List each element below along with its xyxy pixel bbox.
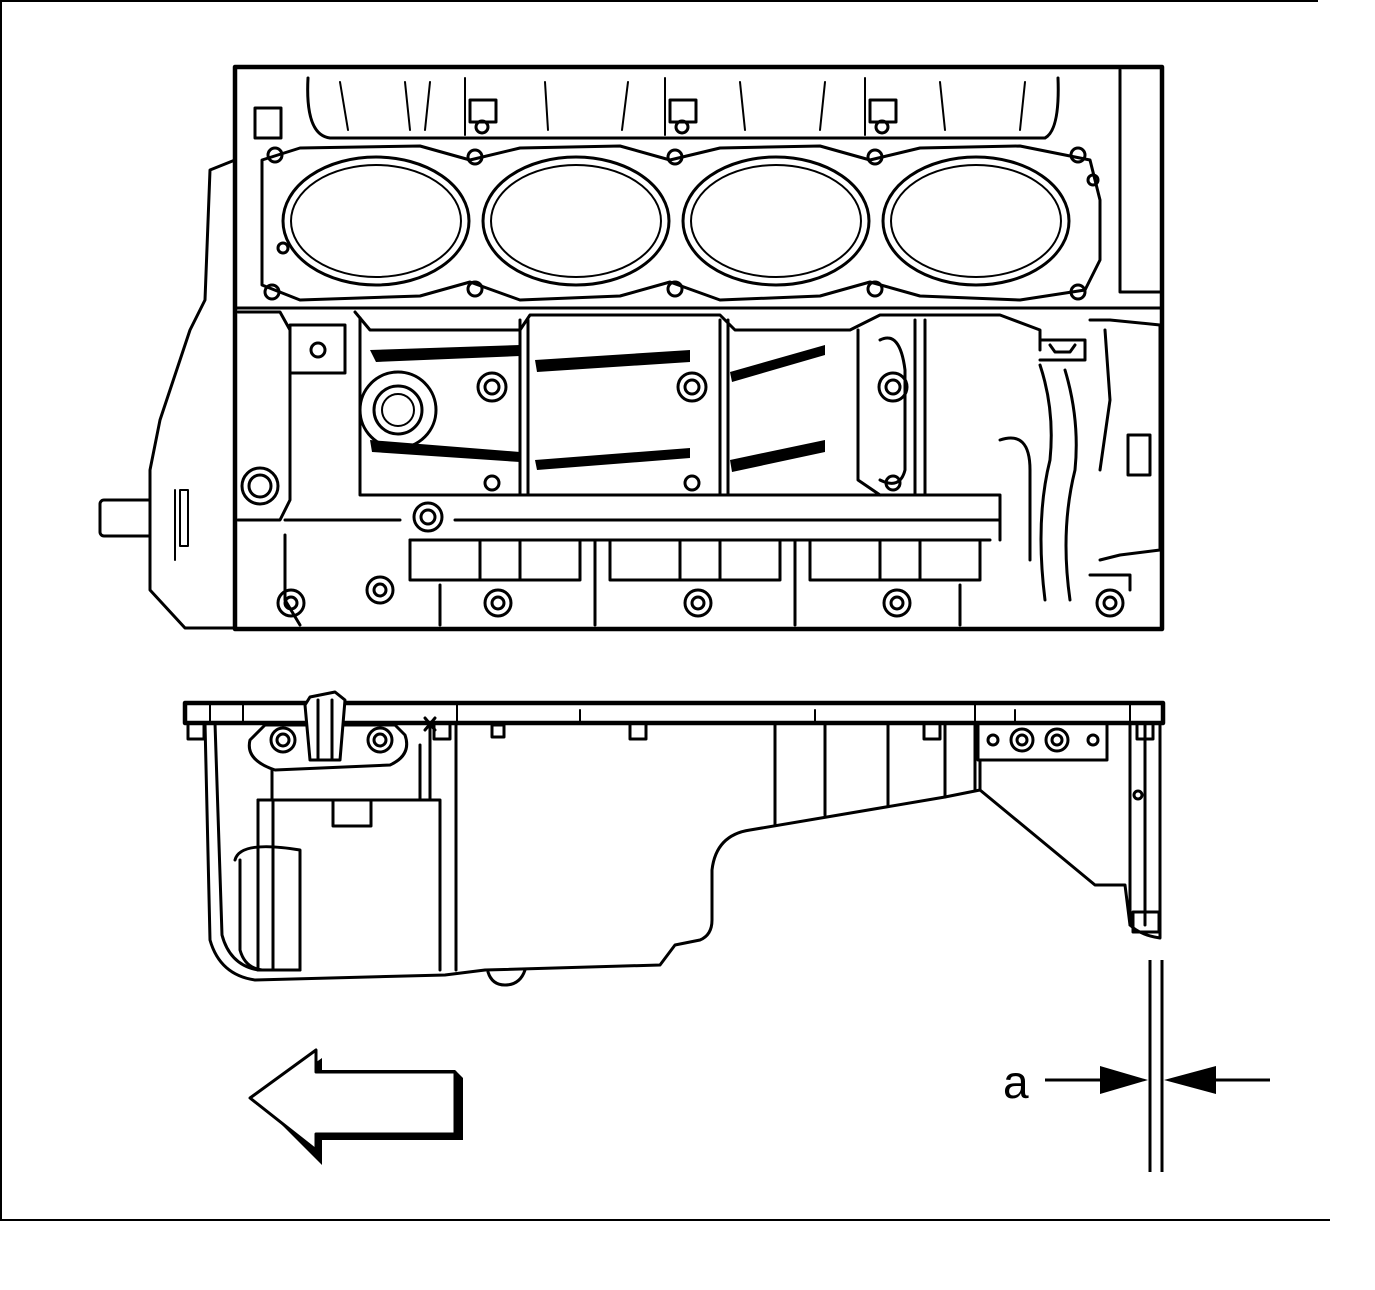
head-bolt-holes [263,146,1100,301]
pan-plugs [986,727,1144,801]
engine-block [98,64,1165,632]
flange-bolts [186,721,1155,741]
page-border [0,0,1330,1221]
callout-a: a [1003,960,1270,1172]
callout-a-label: a [1003,1056,1029,1108]
pan-rail-bolts [276,575,1125,618]
oil-filler-tube [247,690,409,772]
crankcase-side [236,310,1162,602]
main-cap-rail [276,533,1132,627]
front-cover [148,158,237,630]
block-outline [232,64,1165,632]
oil-pan-flange [182,700,1166,726]
oil-pan [182,690,1166,987]
cylinder-bores [281,155,1071,287]
head-gasket-outline [260,144,1102,302]
front-direction-arrow [248,1048,463,1165]
